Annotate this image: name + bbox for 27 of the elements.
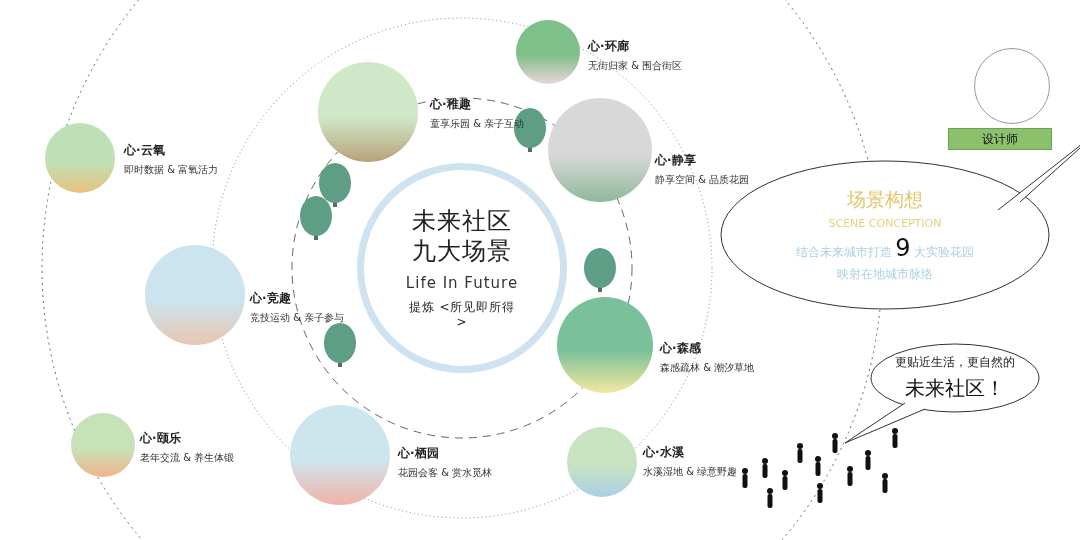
center-note: 提炼 <所见即所得> <box>407 300 517 331</box>
scene-subtitle: 静享空间 & 品质花园 <box>655 173 750 187</box>
scene-title: 心·云氧 <box>124 142 166 159</box>
scene-subtitle: 童享乐园 & 亲子互动 <box>430 117 525 131</box>
bubble-heading: 未来社区！ <box>905 375 1005 402</box>
scene-title: 心·静享 <box>655 152 697 169</box>
scene-subtitle: 森感疏林 & 潮汐草地 <box>660 361 755 375</box>
bubble-text: 映射在地城市脉络 <box>837 266 933 283</box>
scene-title: 心·栖园 <box>398 445 440 462</box>
scene-title: 心·颐乐 <box>140 430 182 447</box>
scene-subtitle: 即时数据 & 富氧活力 <box>124 163 219 177</box>
bubble-text: 更贴近生活，更自然的 <box>895 354 1015 371</box>
scene-title: 心·环廊 <box>588 38 630 55</box>
center-title: 未来社区九大场景 <box>411 205 513 266</box>
scene-subtitle: 无街归家 & 围合街区 <box>588 59 683 73</box>
bubble-subheading: SCENE CONCEPTION <box>828 217 942 230</box>
bubble-heading: 场景构想 <box>847 187 923 212</box>
scene-title: 心·森感 <box>660 340 702 357</box>
scene-subtitle: 老年交流 & 养生体锻 <box>140 451 235 465</box>
scene-subtitle: 竞技运动 & 亲子参与 <box>250 311 345 325</box>
scene-title: 心·稚趣 <box>430 96 472 113</box>
scene-subtitle: 花园会客 & 赏水觅林 <box>398 466 493 480</box>
name-tag: 设计师 <box>948 128 1052 150</box>
scene-title: 心·竞趣 <box>250 290 292 307</box>
center-subtitle: Life In Future <box>404 273 520 293</box>
scene-subtitle: 水溪湿地 & 绿意野趣 <box>643 465 738 479</box>
scene-title: 心·水溪 <box>643 444 685 461</box>
